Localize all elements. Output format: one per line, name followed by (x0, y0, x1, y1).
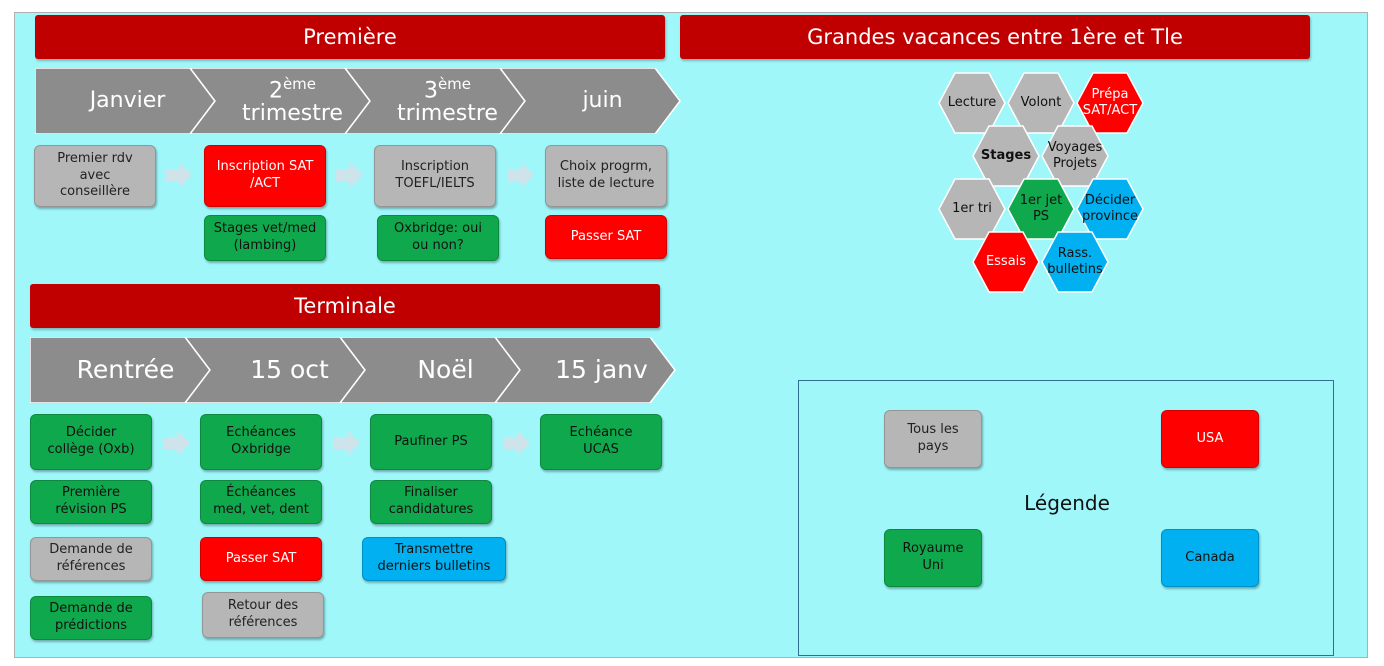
task-box: Retour des références (202, 592, 324, 638)
summer-banner: Grandes vacances entre 1ère et Tle (680, 15, 1310, 59)
terminale-chevrons (30, 337, 676, 403)
legend-item: Tous les pays (884, 410, 982, 468)
legend-item: Royaume Uni (884, 529, 982, 587)
step-box: Choix progrm, liste de lecture (545, 145, 667, 207)
premiere-chevrons (35, 68, 681, 134)
task-box: Demande de références (30, 537, 152, 581)
task-box: Paufiner PS (370, 414, 492, 470)
phase-label: Janvier (89, 88, 166, 114)
legend-item: USA (1161, 410, 1259, 468)
chevron-segment (184, 337, 366, 403)
chevron-segment (189, 68, 371, 134)
hex-label: 1er jet PS (1019, 193, 1063, 224)
hex-label: Décider province (1082, 193, 1138, 224)
hex-label: Stages (980, 148, 1032, 164)
hex-label: Lecture (947, 95, 997, 111)
hex-label: Volont (1020, 95, 1062, 111)
phase-label: Noël (417, 354, 474, 384)
right-arrow-icon (336, 162, 363, 188)
task-box: Décider collège (Oxb) (30, 414, 152, 470)
task-box: Echéance UCAS (540, 414, 662, 470)
right-arrow-icon (507, 162, 534, 188)
phase-label: 3ème trimestre (397, 74, 498, 127)
task-box: Transmettre derniers bulletins (362, 537, 506, 581)
task-box: Finaliser candidatures (370, 480, 492, 524)
task-box: Échéances med, vet, dent (200, 480, 322, 524)
hex-label: Prépa SAT/ACT (1082, 87, 1138, 118)
extra-box: Stages vet/med (lambing) (204, 215, 326, 261)
hex-label: Rass. bulletins (1047, 246, 1103, 277)
hex-item: Rass. bulletins (1041, 231, 1109, 293)
phase-label: juin (582, 88, 623, 114)
phase-label: Rentrée (76, 354, 175, 384)
hex-item: Prépa SAT/ACT (1076, 72, 1144, 134)
chevron-segment (499, 68, 681, 134)
hex-item: Stages (972, 125, 1040, 187)
hex-item: Lecture (938, 72, 1006, 134)
hex-item: Volont (1007, 72, 1075, 134)
premiere-timeline: Janvier 2ème trimestre 3ème trimestre ju… (35, 68, 700, 134)
extra-box: Oxbridge: oui ou non? (377, 215, 499, 261)
hex-item: Voyages Projets (1041, 125, 1109, 187)
step-box: Premier rdv avec conseillère (34, 145, 156, 207)
task-box: Echéances Oxbridge (200, 414, 322, 470)
hex-label: Essais (985, 254, 1027, 270)
task-box: Demande de prédictions (30, 596, 152, 640)
terminale-timeline: Rentrée 15 oct Noël 15 janv (30, 337, 695, 403)
phase-label: 15 oct (250, 354, 329, 384)
hexagon-shape (1076, 72, 1144, 134)
chevron-segment (344, 68, 526, 134)
hexagon-shape (972, 231, 1040, 293)
right-arrow-icon (163, 430, 190, 456)
hex-item: Décider province (1076, 178, 1144, 240)
hexagon-shape (1076, 178, 1144, 240)
right-arrow-icon (165, 162, 192, 188)
hex-label: 1er tri (952, 201, 992, 217)
task-box: Première révision PS (30, 480, 152, 524)
extra-box: Passer SAT (545, 215, 667, 259)
step-box: Inscription TOEFL/IELTS (374, 145, 496, 207)
legend-item: Canada (1161, 529, 1259, 587)
right-arrow-icon (333, 430, 360, 456)
step-box: Inscription SAT /ACT (204, 145, 326, 207)
legend-title: Légende (1024, 491, 1110, 515)
legend: Légende Tous les pays USA Royaume Uni Ca… (798, 380, 1334, 656)
chevron-segment (339, 337, 521, 403)
phase-label: 15 janv (555, 354, 648, 384)
task-box: Passer SAT (200, 537, 322, 581)
chevron-segment (494, 337, 676, 403)
premiere-banner: Première (35, 15, 665, 59)
terminale-banner: Terminale (30, 284, 660, 328)
hex-label: Voyages Projets (1047, 140, 1103, 171)
hexagon-shape (1041, 231, 1109, 293)
phase-label: 2ème trimestre (242, 74, 343, 127)
right-arrow-icon (503, 430, 530, 456)
hex-item: Essais (972, 231, 1040, 293)
